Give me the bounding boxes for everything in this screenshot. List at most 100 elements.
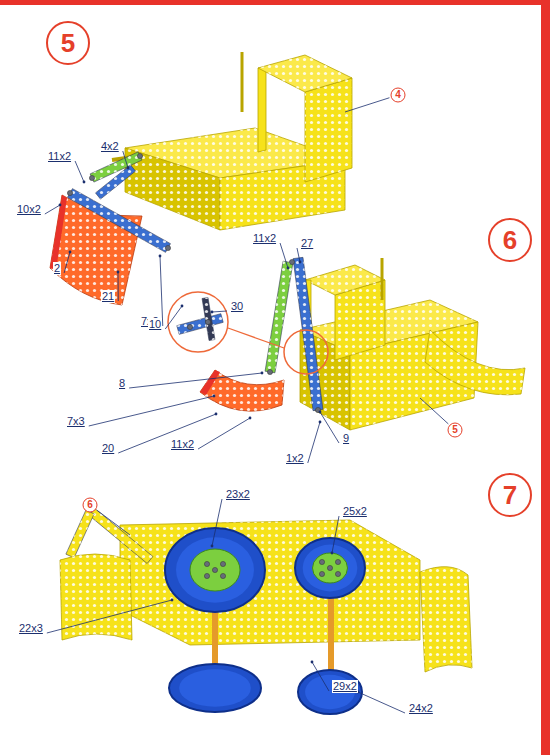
cab-roof-holes	[258, 55, 352, 92]
part-callout: 10x2	[16, 203, 42, 216]
leader-line	[297, 248, 300, 262]
bolt	[220, 573, 225, 578]
step-reference: 6	[82, 497, 98, 513]
front-bucket-holes	[420, 567, 472, 672]
bolt	[327, 565, 332, 570]
bolt	[335, 559, 340, 564]
part-callout: 1x2	[285, 452, 305, 465]
cab-pillar	[258, 68, 266, 152]
part-callout: 24x2	[408, 702, 434, 715]
wheel	[165, 528, 265, 612]
step-reference: 5	[447, 422, 463, 438]
bolt	[319, 571, 324, 576]
part-callout: 9	[342, 432, 350, 445]
leader-line	[118, 272, 119, 301]
bolt	[220, 561, 225, 566]
part-callout: 25x2	[342, 505, 368, 518]
bolt	[89, 175, 94, 180]
chassis-holes	[120, 520, 420, 645]
reference-leader	[420, 398, 448, 424]
leader-line	[358, 692, 405, 713]
cab-roof	[258, 55, 352, 92]
leader-dot	[311, 661, 314, 664]
bolt	[187, 324, 192, 329]
highlight-ring	[284, 330, 328, 374]
leader-dot	[287, 267, 290, 270]
front-bucket-holes	[425, 330, 525, 395]
leader-line	[64, 252, 70, 273]
circle	[391, 88, 405, 102]
leader-dot	[213, 395, 216, 398]
arm-strip	[96, 165, 136, 199]
leader-line	[89, 396, 214, 426]
circle	[489, 474, 531, 516]
step-number: 5	[46, 21, 90, 65]
part-callout: 20	[101, 442, 115, 455]
bucket-holes	[200, 370, 284, 411]
chassis	[120, 520, 420, 645]
hub	[190, 549, 240, 591]
part-callout: 29x2	[332, 680, 358, 693]
step-label: 5	[452, 425, 458, 435]
arm-strip-holes	[66, 510, 94, 558]
leader-line	[212, 311, 227, 312]
arm-strip-holes	[68, 189, 171, 253]
wheel-rim	[179, 669, 251, 706]
part-callout: 21	[101, 290, 115, 303]
reference-leader	[345, 98, 389, 112]
bolt	[335, 571, 340, 576]
wheel	[295, 538, 365, 598]
wheel	[169, 664, 261, 712]
leader-line	[123, 151, 128, 168]
wheel-rim	[176, 537, 254, 603]
leader-dot	[319, 411, 322, 414]
inset-bracket	[202, 298, 215, 341]
arm-strip-holes	[96, 165, 136, 199]
inset-bracket-holes	[202, 298, 215, 341]
page-border-right	[541, 0, 550, 755]
cab-roof-holes	[305, 265, 385, 295]
circle	[489, 219, 531, 261]
inset-strip-holes	[177, 314, 223, 335]
detail-link	[228, 328, 284, 348]
leader-dot	[331, 552, 334, 555]
leader-line	[332, 516, 339, 553]
leader-line	[212, 499, 222, 546]
bolt	[165, 245, 170, 250]
leader-line	[312, 662, 329, 691]
wheel-rim	[303, 545, 358, 592]
leader-line	[45, 205, 60, 214]
leader-dot	[159, 255, 162, 258]
arm-strip-holes	[265, 261, 293, 373]
circle	[47, 22, 89, 64]
leader-dot	[69, 251, 72, 254]
leader-dot	[171, 599, 174, 602]
bolt	[289, 259, 294, 264]
part-callout: 11x2	[252, 232, 277, 245]
hub	[313, 553, 348, 583]
page-border-top	[0, 0, 550, 5]
leader-dot	[127, 167, 130, 170]
circle	[83, 498, 97, 512]
part-callout: 27	[300, 237, 314, 250]
leader-dot	[211, 311, 214, 314]
leader-dot	[211, 545, 214, 548]
part-callout: 4x2	[100, 140, 120, 153]
leader-dot	[215, 413, 218, 416]
leader-dot	[83, 181, 86, 184]
leader-line	[320, 412, 339, 443]
exhaust-rod	[241, 52, 244, 112]
leader-line	[198, 418, 250, 449]
arm-strip	[66, 510, 94, 558]
bolt	[205, 319, 210, 324]
part-callout: 11x2	[170, 438, 195, 451]
exhaust-rod	[381, 258, 384, 300]
leader-line	[129, 373, 262, 388]
bolt	[319, 559, 324, 564]
leader-line	[308, 422, 320, 463]
cab-side	[305, 78, 352, 182]
step-label: 7	[503, 482, 517, 508]
